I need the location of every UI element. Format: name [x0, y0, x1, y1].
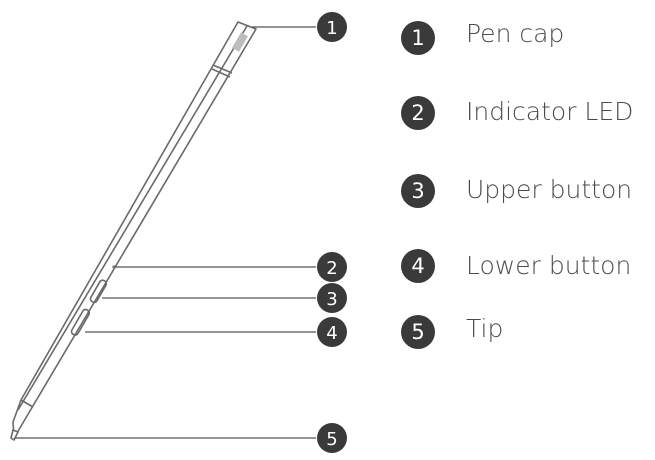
pen-callouts: 1 2 3 4 5: [317, 12, 347, 453]
pen-callout-1: 1: [317, 12, 347, 42]
pen-callout-5: 5: [317, 423, 347, 453]
legend-label-2: Indicator LED: [466, 97, 634, 126]
pen-callout-4-number: 4: [326, 323, 337, 344]
stylus-pen: [10, 21, 257, 441]
pen-cap-band-inner: [211, 68, 231, 78]
legend-number-3: 3: [401, 174, 435, 208]
leader-lines: [15, 26, 316, 439]
legend-number-4: 4: [401, 249, 435, 283]
legend-number-2: 2: [401, 96, 435, 130]
pen-callout-3: 3: [317, 283, 347, 313]
legend-label-3: Upper button: [466, 175, 633, 204]
pen-body-outline: [12, 21, 257, 439]
lower-button-marker: [70, 308, 91, 336]
pen-callout-5-number: 5: [326, 429, 337, 450]
pen-tip: [10, 429, 19, 441]
upper-button-marker: [89, 279, 108, 304]
pen-tip-cone-a: [20, 399, 34, 408]
pen-callout-2: 2: [317, 252, 347, 282]
legend-number-1: 1: [401, 21, 435, 55]
legend-label-5: Tip: [466, 314, 504, 343]
pen-cap-logo: [232, 32, 248, 52]
legend-number-5: 5: [401, 315, 435, 349]
pen-callout-1-number: 1: [326, 18, 337, 39]
legend-label-1: Pen cap: [466, 19, 565, 48]
pen-callout-2-number: 2: [326, 258, 337, 279]
pen-shaft-line: [17, 25, 248, 411]
legend-label-4: Lower button: [466, 251, 632, 280]
pen-callout-3-number: 3: [326, 289, 337, 310]
pen-callout-4: 4: [317, 317, 347, 347]
pen-cap-band: [212, 64, 233, 74]
